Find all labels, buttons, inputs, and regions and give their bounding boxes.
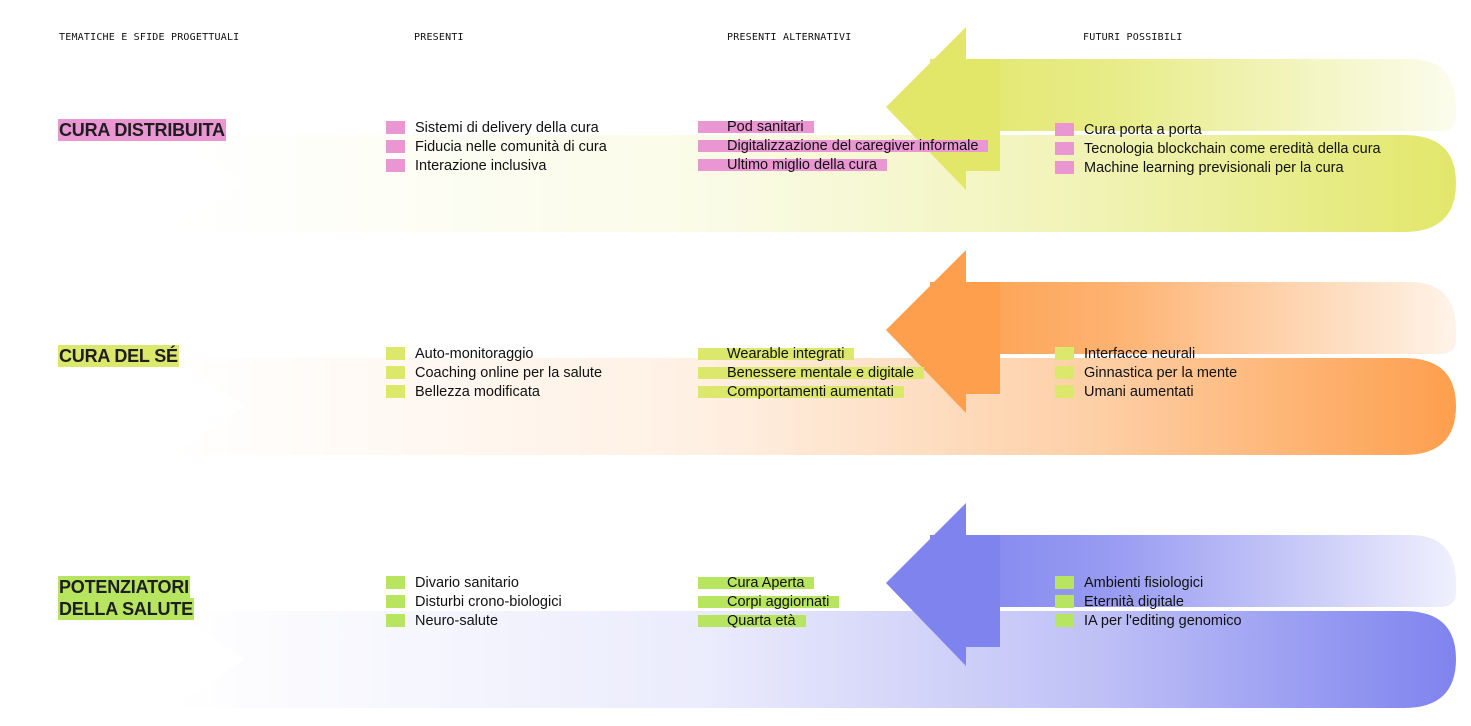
marker-square [1055, 595, 1074, 608]
list-item: Bellezza modificata [386, 383, 602, 402]
highlight-bar [698, 348, 855, 360]
marker-square [386, 576, 405, 589]
marker-square [1055, 161, 1074, 174]
list-item: Eternità digitale [1055, 593, 1242, 612]
possible-futures-list: Interfacce neurali Ginnastica per la men… [1055, 345, 1237, 402]
future-band [930, 282, 1456, 354]
marker-square [1055, 385, 1074, 398]
theme-distributed-care: CURA DISTRIBUITA [58, 119, 226, 141]
alternative-presents-list: Pod sanitari Digitalizzazione del caregi… [698, 118, 989, 175]
header-possible-futures: FUTURI POSSIBILI [1083, 32, 1183, 43]
list-item: Umani aumentati [1055, 383, 1237, 402]
list-item: Pod sanitari [698, 118, 988, 137]
marker-square [1055, 614, 1074, 627]
possible-futures-list: Cura porta a porta Tecnologia blockchain… [1055, 121, 1381, 178]
theme-line: CURA DEL SÉ [58, 345, 179, 367]
highlight-bar [698, 596, 840, 608]
list-item: Benessere mentale e digitale [698, 364, 925, 383]
list-item: Digitalizzazione del caregiver informale [698, 137, 989, 156]
marker-square [386, 159, 405, 172]
highlight-bar [698, 140, 989, 152]
list-item: Auto-monitoraggio [386, 345, 602, 364]
highlight-bar [698, 121, 814, 133]
list-item: Divario sanitario [386, 574, 562, 593]
header-alternative-presents: PRESENTI ALTERNATIVI [727, 32, 852, 43]
present-band [170, 135, 1456, 232]
marker-square [386, 366, 405, 379]
list-item: Interfacce neurali [1055, 345, 1237, 364]
list-item: Sistemi di delivery della cura [386, 119, 607, 138]
list-item: Comportamenti aumentati [698, 383, 924, 402]
marker-square [386, 385, 405, 398]
marker-square [1055, 576, 1074, 589]
list-item: Fiducia nelle comunità di cura [386, 138, 607, 157]
presents-list: Divario sanitario Disturbi crono-biologi… [386, 574, 562, 631]
list-item: Cura porta a porta [1055, 121, 1381, 140]
theme-line: POTENZIATORI [58, 576, 190, 598]
header-themes: TEMATICHE E SFIDE PROGETTUALI [59, 32, 240, 43]
list-item: Tecnologia blockchain come eredità della… [1055, 140, 1381, 159]
highlight-bar [698, 386, 904, 398]
alternative-presents-list: Cura Aperta Corpi aggiornati Quarta età [698, 574, 840, 631]
list-item: Ambienti fisiologici [1055, 574, 1242, 593]
list-item: Coaching online per la salute [386, 364, 602, 383]
theme-line: DELLA SALUTE [58, 598, 194, 620]
marker-square [1055, 123, 1074, 136]
marker-square [386, 614, 405, 627]
list-item: Interazione inclusiva [386, 157, 607, 176]
possible-futures-list: Ambienti fisiologici Eternità digitale I… [1055, 574, 1242, 631]
marker-square [386, 140, 405, 153]
list-item: Ultimo miglio della cura [698, 156, 988, 175]
presents-list: Sistemi di delivery della cura Fiducia n… [386, 119, 607, 176]
marker-square [1055, 347, 1074, 360]
marker-square [1055, 142, 1074, 155]
list-item: Machine learning previsionali per la cur… [1055, 159, 1381, 178]
list-item: Cura Aperta [698, 574, 839, 593]
future-band [930, 59, 1456, 131]
future-band [930, 535, 1456, 607]
theme-line: CURA DISTRIBUITA [58, 119, 226, 141]
list-item: IA per l'editing genomico [1055, 612, 1242, 631]
list-item: Ginnastica per la mente [1055, 364, 1237, 383]
marker-square [1055, 366, 1074, 379]
marker-square [386, 121, 405, 134]
list-item: Disturbi crono-biologici [386, 593, 562, 612]
theme-health-enhancers: POTENZIATORI DELLA SALUTE [58, 576, 194, 620]
present-band [170, 611, 1456, 708]
marker-square [386, 595, 405, 608]
list-item: Wearable integrati [698, 345, 924, 364]
presents-list: Auto-monitoraggio Coaching online per la… [386, 345, 602, 402]
highlight-bar [698, 367, 925, 379]
list-item: Neuro-salute [386, 612, 562, 631]
highlight-bar [698, 577, 815, 589]
list-item: Quarta età [698, 612, 839, 631]
header-presents: PRESENTI [414, 32, 464, 43]
list-item: Corpi aggiornati [698, 593, 840, 612]
theme-self-care: CURA DEL SÉ [58, 345, 179, 367]
present-band [170, 358, 1456, 455]
alternative-presents-list: Wearable integrati Benessere mentale e d… [698, 345, 925, 402]
highlight-bar [698, 159, 887, 171]
highlight-bar [698, 615, 806, 627]
marker-square [386, 347, 405, 360]
